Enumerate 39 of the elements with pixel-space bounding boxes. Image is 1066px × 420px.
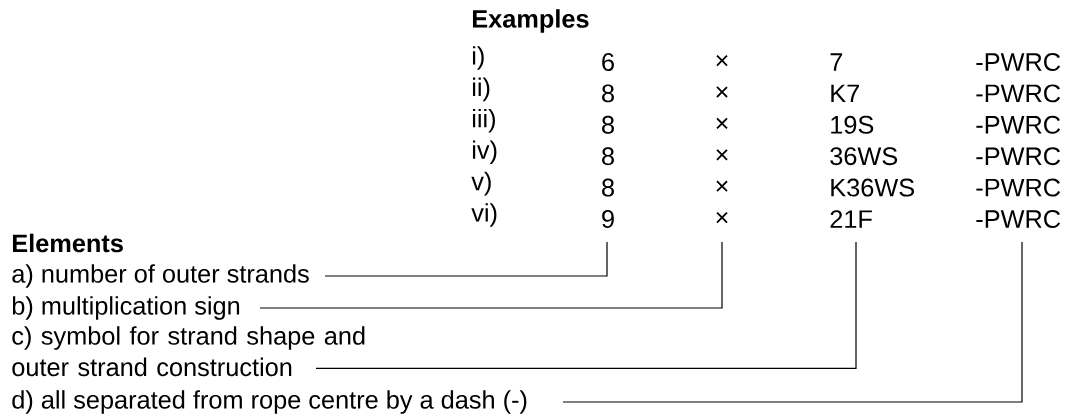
- table-cell: 7: [830, 53, 843, 71]
- leader-line: [315, 241, 857, 370]
- row-number: vi): [471, 203, 497, 227]
- table-cell: ×: [716, 211, 728, 224]
- row-number: ii): [472, 77, 490, 102]
- leader-line: [324, 241, 608, 277]
- table-cell: -PWRC: [976, 178, 1061, 197]
- table-cell: 8: [602, 178, 614, 197]
- table-cell: -PWRC: [976, 147, 1061, 166]
- row-number: iv): [472, 140, 497, 164]
- table-cell: -PWRC: [976, 53, 1061, 71]
- table-cell: ×: [716, 86, 728, 98]
- table-cell: 6: [602, 53, 614, 71]
- heading: Examples: [472, 9, 589, 33]
- table-cell: ×: [716, 149, 728, 161]
- row-number: v): [471, 171, 491, 196]
- table-cell: 36WS: [830, 147, 898, 166]
- element-text: a) number of outer strands: [12, 264, 309, 288]
- table-cell: K7: [831, 84, 859, 103]
- table-cell: ×: [716, 180, 728, 192]
- row-number: i): [472, 46, 484, 70]
- table-cell: -PWRC: [976, 115, 1061, 134]
- heading: Elements: [13, 233, 123, 253]
- leader-line: [562, 241, 1023, 403]
- table-cell: -PWRC: [976, 210, 1061, 228]
- table-cell: K36WS: [831, 178, 914, 197]
- element-text: d) all separated from rope centre by a dash (-): [12, 390, 527, 414]
- table-cell: 21F: [830, 210, 872, 228]
- table-cell: 8: [602, 115, 614, 134]
- table-cell: 8: [602, 84, 614, 103]
- leader-line: [259, 241, 723, 309]
- element-text: b) multiplication sign: [12, 296, 240, 320]
- row-number: iii): [472, 109, 495, 133]
- table-cell: ×: [716, 54, 728, 67]
- table-cell: 8: [602, 147, 614, 166]
- table-cell: 19S: [831, 115, 874, 134]
- table-cell: ×: [716, 117, 728, 130]
- table-cell: -PWRC: [976, 84, 1061, 103]
- table-cell: 9: [602, 210, 614, 228]
